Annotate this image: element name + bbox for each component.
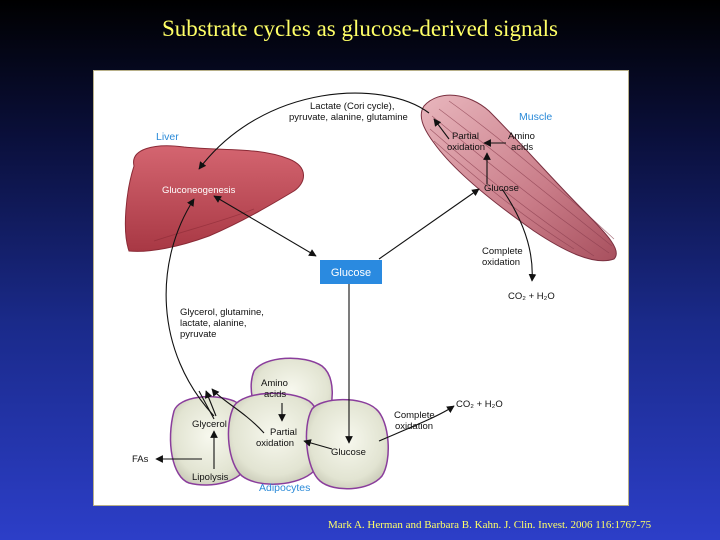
muscle-glucose-label: Glucose: [484, 183, 519, 194]
left-flow-line-2: lactate, alanine,: [180, 318, 247, 329]
gluconeogenesis-label: Gluconeogenesis: [162, 185, 236, 196]
liver-organ: [124, 145, 304, 252]
glucose-center-label: Glucose: [331, 267, 371, 279]
muscle-co2-label: CO₂ + H₂O: [508, 291, 555, 302]
glucose-box: [320, 260, 382, 284]
adipo-glycerol-label: Glycerol: [192, 419, 227, 430]
muscle-complete-oxidation-2: oxidation: [482, 257, 520, 268]
muscle-amino-acids-2: acids: [511, 142, 533, 153]
diagram-panel: Glucose Liver Muscle Adipocytes Gluconeo…: [93, 70, 629, 506]
adipo-complete-oxidation-1: Complete: [394, 410, 435, 421]
muscle-complete-oxidation-1: Complete: [482, 246, 523, 257]
muscle-label: Muscle: [519, 111, 552, 123]
adipo-co2-label: CO₂ + H₂O: [456, 399, 503, 410]
adipo-complete-oxidation-2: oxidation: [395, 421, 433, 432]
muscle-partial-oxidation-2: oxidation: [447, 142, 485, 153]
flow-arrows: [155, 92, 537, 469]
adipocytes-label: Adipocytes: [259, 482, 310, 494]
adipocyte-cell: [305, 398, 389, 490]
citation: Mark A. Herman and Barbara B. Kahn. J. C…: [328, 519, 652, 531]
top-flow-line-1: Lactate (Cori cycle),: [310, 101, 394, 112]
adipo-amino-acids-1: Amino: [261, 378, 288, 389]
adipo-glucose-label: Glucose: [331, 447, 366, 458]
adipo-partial-oxidation-2: oxidation: [256, 438, 294, 449]
diagram-svg: Glucose Liver Muscle Adipocytes Gluconeo…: [124, 92, 617, 494]
adipo-lipolysis-label: Lipolysis: [192, 472, 229, 483]
adipo-amino-acids-2: acids: [264, 389, 286, 400]
left-flow-line-1: Glycerol, glutamine,: [180, 307, 264, 318]
adipo-fas-label: FAs: [132, 454, 149, 465]
muscle-amino-acids-1: Amino: [508, 131, 535, 142]
muscle-organ: [420, 94, 617, 262]
adipo-partial-oxidation-1: Partial: [270, 427, 297, 438]
muscle-partial-oxidation-1: Partial: [452, 131, 479, 142]
adipocyte-cells: [169, 357, 389, 490]
liver-label: Liver: [156, 131, 179, 143]
top-flow-line-2: pyruvate, alanine, glutamine: [289, 112, 408, 123]
slide-title: Substrate cycles as glucose-derived sign…: [162, 16, 558, 41]
left-flow-line-3: pyruvate: [180, 329, 216, 340]
